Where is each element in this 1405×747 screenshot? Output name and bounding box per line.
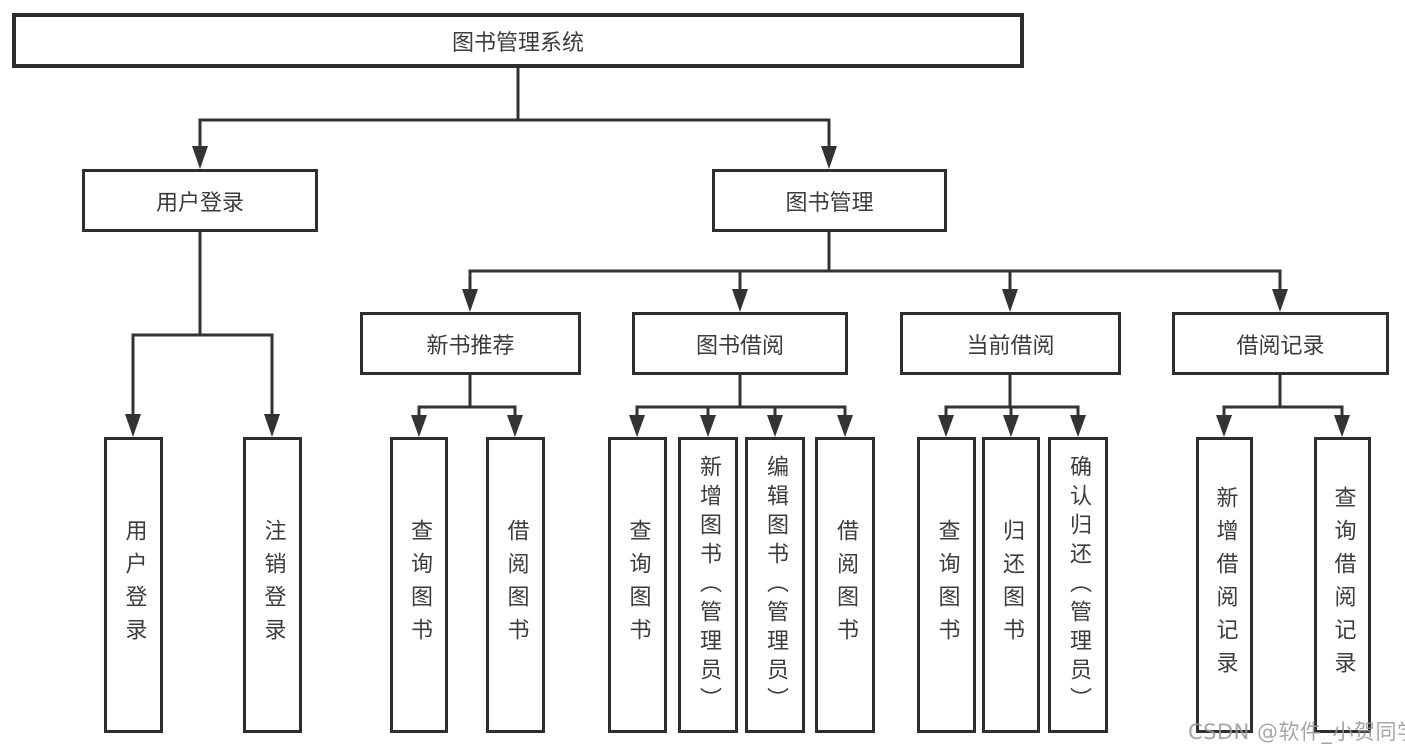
- node-label: 图书借阅: [695, 333, 784, 359]
- node-label: 归还图书: [999, 519, 1024, 651]
- csdn-watermark: CSDN @软件_小贺同学: [1188, 720, 1405, 744]
- leaf-current-query-books: 查询图书: [917, 437, 976, 733]
- node-label: 注销登录: [260, 519, 286, 651]
- node-label: 借阅图书: [833, 519, 858, 651]
- connector-book-management-to-level3: [462, 232, 1288, 312]
- node-label: 新增借阅记录: [1212, 486, 1238, 684]
- node-borrow-records: 借阅记录: [1172, 312, 1389, 375]
- connector-borrow-records-to-leaves: [1216, 375, 1350, 437]
- leaf-user-login: 用户登录: [104, 437, 163, 733]
- node-label: 图书管理: [785, 190, 874, 216]
- leaf-borrow-edit-books-admin: 编辑图书（管理员）: [745, 437, 805, 733]
- node-new-book-recommend: 新书推荐: [360, 312, 581, 375]
- leaf-current-return-books: 归还图书: [982, 437, 1040, 733]
- node-label: 当前借阅: [966, 333, 1055, 359]
- node-label: 新书推荐: [426, 333, 515, 359]
- leaf-borrow-add-books-admin: 新增图书（管理员）: [678, 437, 738, 733]
- connector-current-borrow-to-leaves: [938, 375, 1086, 437]
- leaf-records-add-record: 新增借阅记录: [1196, 437, 1253, 733]
- connector-root-to-level2: [192, 68, 837, 169]
- leaf-logout: 注销登录: [243, 437, 302, 733]
- node-label: 查询图书: [934, 519, 960, 651]
- node-label: 查询图书: [407, 519, 432, 651]
- node-label: 用户登录: [121, 519, 147, 651]
- node-current-borrow: 当前借阅: [900, 312, 1121, 375]
- node-label: 新增图书（管理员）: [696, 454, 721, 716]
- connector-book-borrow-to-leaves: [629, 375, 853, 437]
- leaf-newrec-borrow-books: 借阅图书: [486, 437, 545, 733]
- connector-user-login-to-leaves: [125, 232, 280, 437]
- node-root-system: 图书管理系统: [12, 13, 1024, 68]
- node-label: 查询图书: [625, 519, 651, 651]
- node-label: 查询借阅记录: [1330, 486, 1356, 684]
- node-user-login: 用户登录: [82, 169, 318, 232]
- leaf-newrec-query-books: 查询图书: [390, 437, 448, 733]
- leaf-records-query-record: 查询借阅记录: [1314, 437, 1371, 733]
- node-book-management: 图书管理: [712, 169, 947, 232]
- node-book-borrow: 图书借阅: [632, 312, 848, 375]
- node-label: 用户登录: [155, 190, 244, 216]
- node-label: 借阅图书: [503, 519, 529, 651]
- node-label: 借阅记录: [1236, 333, 1325, 359]
- node-label: 确认归还（管理员）: [1066, 454, 1091, 716]
- node-label: 图书管理系统: [451, 30, 584, 56]
- leaf-current-confirm-return-admin: 确认归还（管理员）: [1048, 437, 1108, 733]
- node-label: 编辑图书（管理员）: [763, 454, 788, 716]
- connector-new-book-recommend-to-leaves: [411, 375, 523, 437]
- leaf-borrow-query-books: 查询图书: [608, 437, 667, 733]
- leaf-borrow-borrow-books: 借阅图书: [815, 437, 875, 733]
